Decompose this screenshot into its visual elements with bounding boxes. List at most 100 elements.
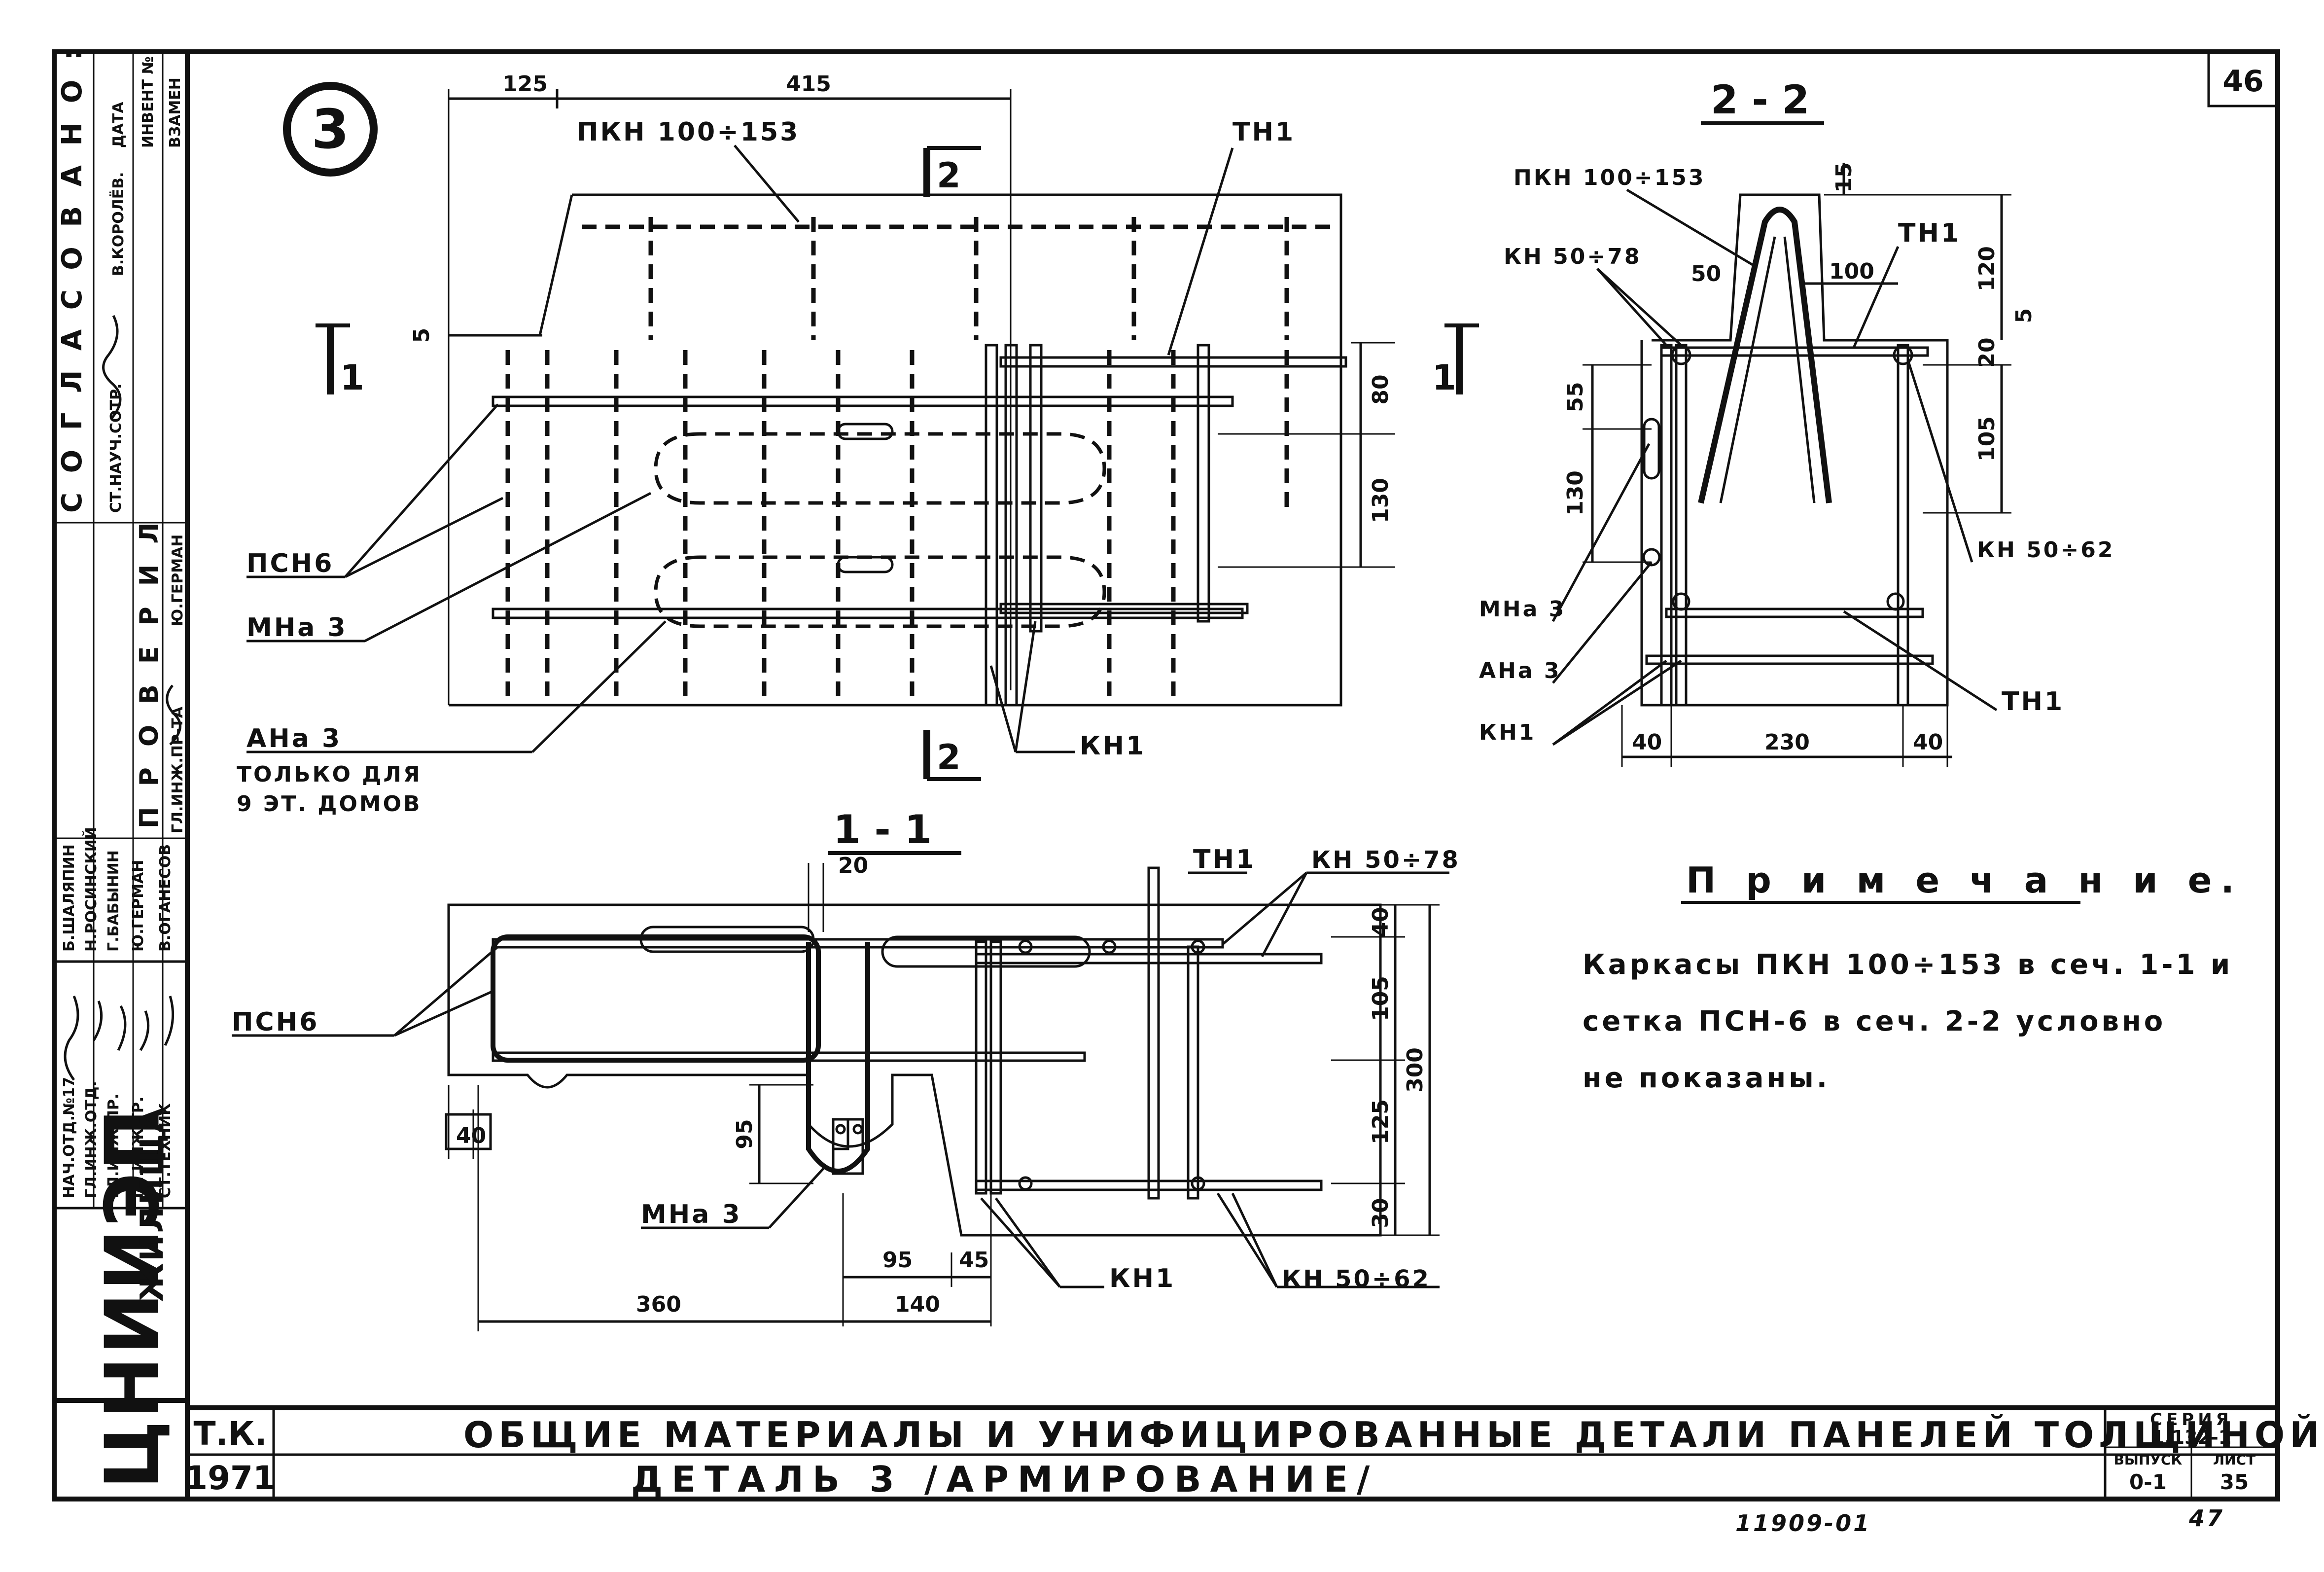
issue-value: 0-1 — [2129, 1470, 2167, 1494]
stamp-checked-role: ГЛ.ИНЖ.ПР-ТА — [169, 706, 186, 833]
stamp-checked-title: П Р О В Е Р И Л — [135, 516, 164, 828]
s22-dim-50: 50 — [1691, 261, 1721, 286]
staff-name-2: Н.РОСИНСКИЙ — [82, 827, 100, 952]
plan-view: 125 415 — [237, 71, 1479, 817]
s11-dim-30: 30 — [1368, 1198, 1393, 1228]
s11-dim-40-left: 40 — [456, 1123, 486, 1148]
signature-checked — [166, 684, 181, 746]
plan-label-9-floor: 9 ЭТ. ДОМОВ — [237, 791, 422, 817]
s11-label-psn6: ПСН6 — [232, 1007, 319, 1037]
s11-dim-95-vert: 95 — [732, 1119, 757, 1149]
note-line-1: Каркасы ПКН 100÷153 в сеч. 1-1 и — [1583, 949, 2233, 981]
s22-label-pkn: ПКН 100÷153 — [1514, 165, 1706, 190]
stamp-col-date: ДАТА — [110, 102, 127, 148]
s11-dim-45: 45 — [959, 1248, 989, 1273]
s22-dim-100: 100 — [1829, 259, 1874, 284]
s11-dim-95-horz: 95 — [882, 1248, 913, 1273]
s22-label-tn1-top: ТН1 — [1898, 218, 1961, 248]
staff-role-4: ГЛ.ИНЖ.ГР. — [130, 1097, 147, 1198]
stamp-col-replace: ВЗАМЕН — [167, 77, 184, 148]
s11-dim-40: 40 — [1368, 907, 1393, 937]
s22-dim-130: 130 — [1563, 470, 1588, 516]
s11-label-kn5078: КН 50÷78 — [1311, 846, 1460, 874]
s22-label-kn1: КН1 — [1479, 720, 1536, 745]
s11-label-kn1: КН1 — [1109, 1264, 1175, 1293]
s22-dim-20: 20 — [1974, 337, 2000, 367]
plan-dim-5: 5 — [409, 328, 434, 343]
title-block: Т.К. 1971 ОБЩИЕ МАТЕРИАЛЫ И УНИФИЦИРОВАН… — [185, 1405, 2324, 1500]
plan-cut-1-right: 1 — [1432, 357, 1456, 398]
plan-dim-125: 125 — [502, 71, 548, 97]
s22-label-mna3: МНа 3 — [1479, 597, 1566, 622]
s22-dim-40-right: 40 — [1913, 730, 1943, 755]
staff-name-1: Б.ШАЛЯПИН — [61, 844, 78, 952]
series-value: 1.132-1 — [2151, 1427, 2231, 1448]
plan-label-ana3: АНа 3 — [246, 724, 342, 753]
s22-dim-55: 55 — [1563, 382, 1588, 412]
s22-dim-120: 120 — [1974, 246, 2000, 291]
s22-label-kn5062: КН 50÷62 — [1977, 537, 2114, 563]
staff-role-1: НАЧ.ОТД.№17 — [61, 1077, 78, 1198]
plan-label-psn6: ПСН6 — [246, 549, 334, 578]
s11-dim-300: 300 — [1403, 1047, 1428, 1093]
footer-page: 47 — [2188, 1505, 2224, 1532]
detail-mark: 3 — [283, 82, 378, 177]
staff-role-5: СТ.ТЕХНИК — [157, 1103, 174, 1198]
s22-label-ana3: АНа 3 — [1479, 658, 1561, 683]
stamp-agreed-title: С О Г Л А С О В А Н О : — [56, 44, 88, 513]
staff-signatures — [64, 996, 175, 1081]
s22-dim-230: 230 — [1764, 730, 1810, 755]
section-2-2: 2 - 2 15 120 5 20 105 50 100 — [1479, 77, 2114, 767]
org-subname: ЖИЛИЩА — [134, 1106, 171, 1302]
s11-dim-125: 125 — [1368, 1099, 1393, 1144]
s22-dim-40-left: 40 — [1632, 730, 1662, 755]
staff-name-4: Ю.ГЕРМАН — [130, 860, 147, 952]
org-name: ЦНИИЭП — [90, 1107, 176, 1489]
sheet-label: ЛИСТ — [2213, 1452, 2255, 1468]
plan-cut-2-top: 2 — [937, 155, 961, 196]
detail-number: 3 — [312, 98, 350, 161]
s22-dim-105: 105 — [1974, 416, 2000, 462]
s11-dim-20: 20 — [838, 853, 868, 878]
note-block: П р и м е ч а н и е. Каркасы ПКН 100÷153… — [1583, 859, 2243, 1094]
stamp-checked-person: Ю.ГЕРМАН — [169, 535, 186, 626]
series-label: СЕРИЯ — [2150, 1410, 2233, 1429]
plan-dim-415: 415 — [786, 71, 831, 97]
stamp-agreed-person: В.КОРОЛЁВ. — [109, 172, 127, 276]
staff-role-2: ГЛ.ИНЖ.ОТД. — [83, 1081, 100, 1198]
plan-dim-130: 130 — [1368, 478, 1393, 523]
plan-label-kn1: КН1 — [1080, 731, 1146, 761]
plan-label-tn1: ТН1 — [1232, 117, 1295, 147]
s11-label-mna3: МНа 3 — [641, 1200, 742, 1229]
issue-label: ВЫПУСК — [2114, 1452, 2183, 1468]
section-11-title: 1 - 1 — [833, 807, 932, 853]
s22-dim-5: 5 — [2011, 308, 2037, 323]
section-22-title: 2 - 2 — [1711, 77, 1809, 123]
s11-label-tn1: ТН1 — [1193, 845, 1256, 874]
plan-cut-2-bottom: 2 — [937, 737, 961, 778]
footer-code: 11909-01 — [1735, 1510, 1871, 1536]
s11-dim-140: 140 — [895, 1292, 940, 1317]
title-year: 1971 — [185, 1459, 276, 1497]
stamp-col-inv: ИНВЕНТ № — [140, 56, 157, 148]
stamp-agreed-role: СТ.НАУЧ.СОТР. — [107, 384, 125, 513]
plan-label-only-for: ТОЛЬКО ДЛЯ — [237, 762, 422, 787]
sheet-number: 46 — [2222, 64, 2264, 99]
staff-name-3: Г.БАБЫНИН — [105, 850, 122, 952]
left-stamp: С О Г Л А С О В А Н О : ДАТА ИНВЕНТ № ВЗ… — [54, 44, 187, 1489]
s22-label-tn1-bottom: ТН1 — [2002, 687, 2064, 716]
plan-cut-1-left: 1 — [340, 357, 364, 398]
title-line-2: ДЕТАЛЬ 3 /АРМИРОВАНИЕ/ — [631, 1459, 1378, 1500]
plan-label-pkn: ПКН 100÷153 — [577, 117, 800, 147]
title-tk: Т.К. — [193, 1415, 267, 1453]
staff-role-3: ГЛ.ИНЖ.ПР. — [105, 1094, 122, 1198]
sheet-value: 35 — [2220, 1470, 2249, 1494]
note-title: П р и м е ч а н и е. — [1686, 859, 2243, 901]
s11-label-kn5062: КН 50÷62 — [1282, 1265, 1431, 1293]
note-line-2: сетка ПСН-6 в сеч. 2-2 условно — [1583, 1005, 2166, 1037]
plan-label-mna3: МНа 3 — [246, 613, 348, 643]
plan-dim-80: 80 — [1368, 374, 1393, 404]
section-1-1: 1 - 1 20 — [232, 807, 1460, 1331]
staff-name-5: В.ОГАНЕСОВ — [157, 844, 174, 952]
